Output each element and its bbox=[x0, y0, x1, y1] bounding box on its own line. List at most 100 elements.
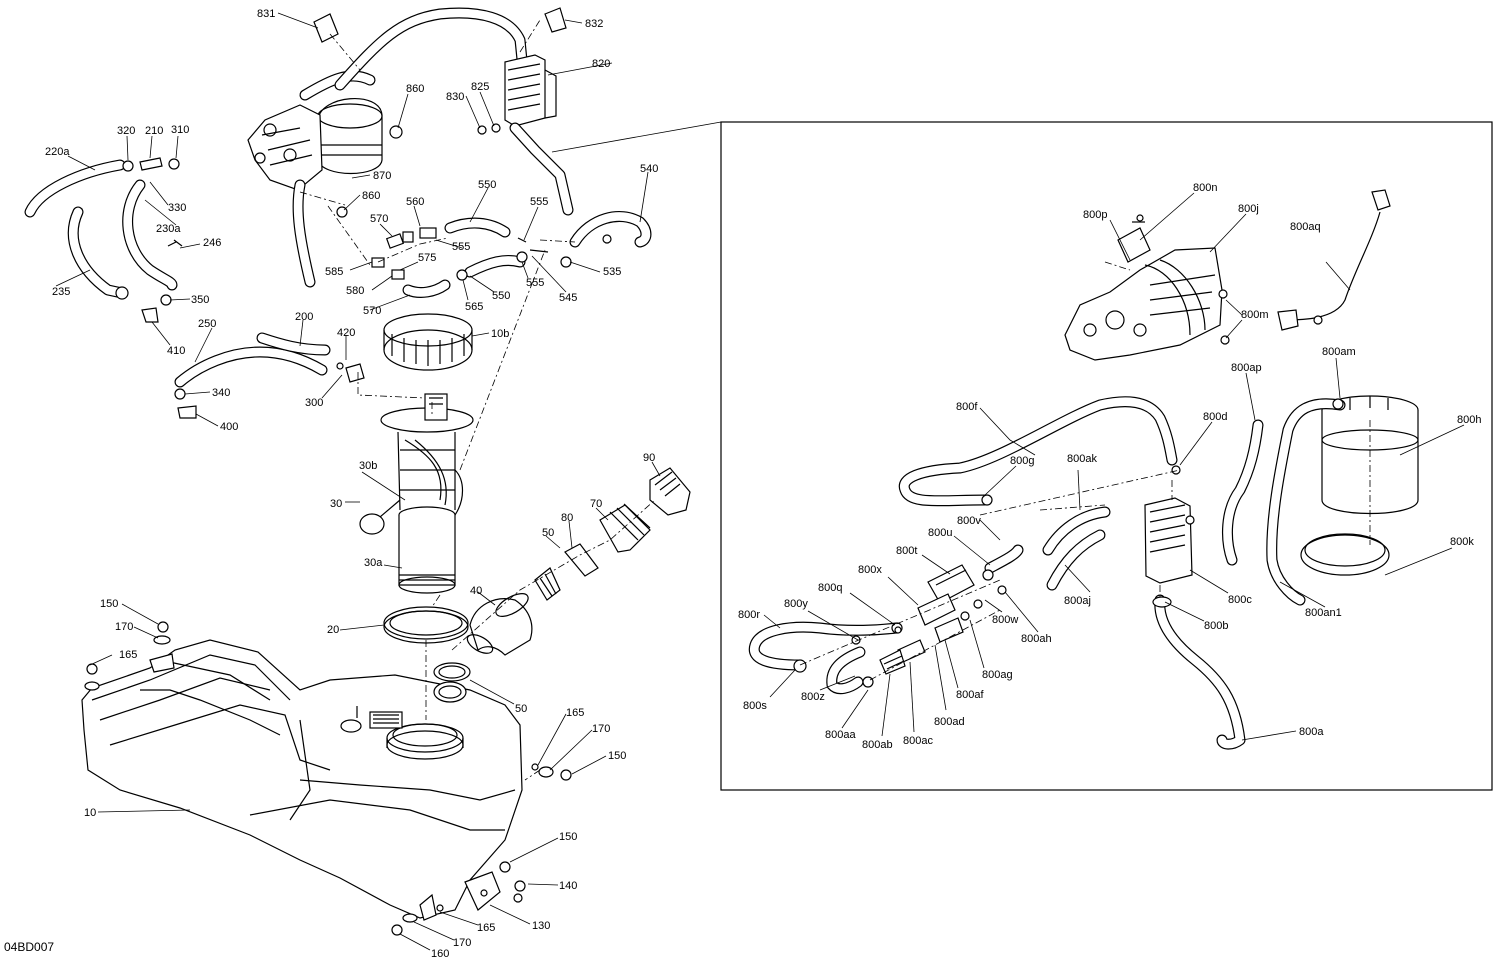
callout-800af: 800af bbox=[956, 689, 984, 701]
callout-860-mid: 860 bbox=[362, 190, 380, 202]
callout-570-top: 570 bbox=[370, 213, 388, 225]
detail-callout-line bbox=[551, 121, 722, 153]
callout-555-mid: 555 bbox=[452, 241, 470, 253]
evap-canister-assembly bbox=[247, 7, 574, 288]
callout-800k: 800k bbox=[1450, 536, 1474, 548]
callout-800f: 800f bbox=[956, 401, 978, 413]
assembly-guide-lines bbox=[299, 19, 1371, 781]
callout-800g: 800g bbox=[1010, 455, 1034, 467]
callout-30b: 30b bbox=[359, 460, 377, 472]
callout-580: 580 bbox=[346, 285, 364, 297]
callout-570-bottom: 570 bbox=[363, 305, 381, 317]
callout-210: 210 bbox=[145, 125, 163, 137]
callout-800s: 800s bbox=[743, 700, 767, 712]
filler-neck-parts bbox=[433, 467, 691, 682]
callout-170-left: 170 bbox=[115, 621, 133, 633]
callout-800ab: 800ab bbox=[862, 739, 893, 751]
callout-70: 70 bbox=[590, 498, 602, 510]
fuel-tank bbox=[81, 639, 523, 921]
callout-800w: 800w bbox=[992, 614, 1018, 626]
callout-90: 90 bbox=[643, 452, 655, 464]
callout-800v: 800v bbox=[957, 515, 981, 527]
callout-130: 130 bbox=[532, 920, 550, 932]
callout-400: 400 bbox=[220, 421, 238, 433]
callout-800h: 800h bbox=[1457, 414, 1481, 426]
left-vent-hoses bbox=[24, 157, 365, 419]
fuel-line-fittings bbox=[371, 211, 652, 298]
fuel-pump-module bbox=[359, 313, 474, 644]
callout-235: 235 bbox=[52, 286, 70, 298]
callout-800ah: 800ah bbox=[1021, 633, 1052, 645]
callout-20: 20 bbox=[327, 624, 339, 636]
callout-800ak: 800ak bbox=[1067, 453, 1097, 465]
callout-10b: 10b bbox=[491, 328, 509, 340]
callout-550-top: 550 bbox=[478, 179, 496, 191]
callout-800an1: 800an1 bbox=[1305, 607, 1342, 619]
callout-800n: 800n bbox=[1193, 182, 1217, 194]
callout-165-right: 165 bbox=[566, 707, 584, 719]
callout-165-left: 165 bbox=[119, 649, 137, 661]
callout-545: 545 bbox=[559, 292, 577, 304]
callout-350: 350 bbox=[191, 294, 209, 306]
callout-575: 575 bbox=[418, 252, 436, 264]
callout-832: 832 bbox=[585, 18, 603, 30]
callout-800ad: 800ad bbox=[934, 716, 965, 728]
callout-555-bottom: 555 bbox=[526, 277, 544, 289]
callout-555-top: 555 bbox=[530, 196, 548, 208]
callout-170-bottom: 170 bbox=[453, 937, 471, 949]
callout-leaders bbox=[55, 12, 1465, 951]
callout-825: 825 bbox=[471, 81, 489, 93]
callout-800aa: 800aa bbox=[825, 729, 856, 741]
callout-585: 585 bbox=[325, 266, 343, 278]
callout-10: 10 bbox=[84, 807, 96, 819]
callout-50-top: 50 bbox=[542, 527, 554, 539]
callout-30: 30 bbox=[330, 498, 342, 510]
callout-150-left: 150 bbox=[100, 598, 118, 610]
callout-160: 160 bbox=[431, 948, 449, 960]
callout-30a: 30a bbox=[364, 557, 383, 569]
callout-800y: 800y bbox=[784, 598, 808, 610]
callout-800u: 800u bbox=[928, 527, 952, 539]
callout-330: 330 bbox=[168, 202, 186, 214]
drawing-id-label: 04BD007 bbox=[4, 940, 55, 954]
callout-800ag: 800ag bbox=[982, 669, 1013, 681]
callout-870: 870 bbox=[373, 170, 391, 182]
callout-535: 535 bbox=[603, 266, 621, 278]
callout-80: 80 bbox=[561, 512, 573, 524]
detail-evap-assembly bbox=[748, 189, 1419, 750]
callout-300: 300 bbox=[305, 397, 323, 409]
callout-800aq: 800aq bbox=[1290, 221, 1321, 233]
callout-800ac: 800ac bbox=[903, 735, 933, 747]
callout-800z: 800z bbox=[801, 691, 825, 703]
callout-310: 310 bbox=[171, 124, 189, 136]
callout-540: 540 bbox=[640, 163, 658, 175]
callout-560: 560 bbox=[406, 196, 424, 208]
callout-565: 565 bbox=[465, 301, 483, 313]
callout-800r: 800r bbox=[738, 609, 760, 621]
callout-150-bottom: 150 bbox=[559, 831, 577, 843]
callout-420: 420 bbox=[337, 327, 355, 339]
callout-170-right: 170 bbox=[592, 723, 610, 735]
callout-40: 40 bbox=[470, 585, 482, 597]
callout-830: 830 bbox=[446, 91, 464, 103]
callout-340: 340 bbox=[212, 387, 230, 399]
callout-250: 250 bbox=[198, 318, 216, 330]
callout-200: 200 bbox=[295, 311, 313, 323]
callout-800q: 800q bbox=[818, 582, 842, 594]
callout-320: 320 bbox=[117, 125, 135, 137]
callout-410: 410 bbox=[167, 345, 185, 357]
callout-800b: 800b bbox=[1204, 620, 1228, 632]
callout-150-right: 150 bbox=[608, 750, 626, 762]
callout-800x: 800x bbox=[858, 564, 882, 576]
callout-550-bottom: 550 bbox=[492, 290, 510, 302]
callout-800ap: 800ap bbox=[1231, 362, 1262, 374]
callout-800m: 800m bbox=[1241, 309, 1269, 321]
callout-800t: 800t bbox=[896, 545, 917, 557]
callout-800d: 800d bbox=[1203, 411, 1227, 423]
callout-800p: 800p bbox=[1083, 209, 1107, 221]
callout-800a: 800a bbox=[1299, 726, 1324, 738]
callout-800aj: 800aj bbox=[1064, 595, 1091, 607]
callout-860-top: 860 bbox=[406, 83, 424, 95]
